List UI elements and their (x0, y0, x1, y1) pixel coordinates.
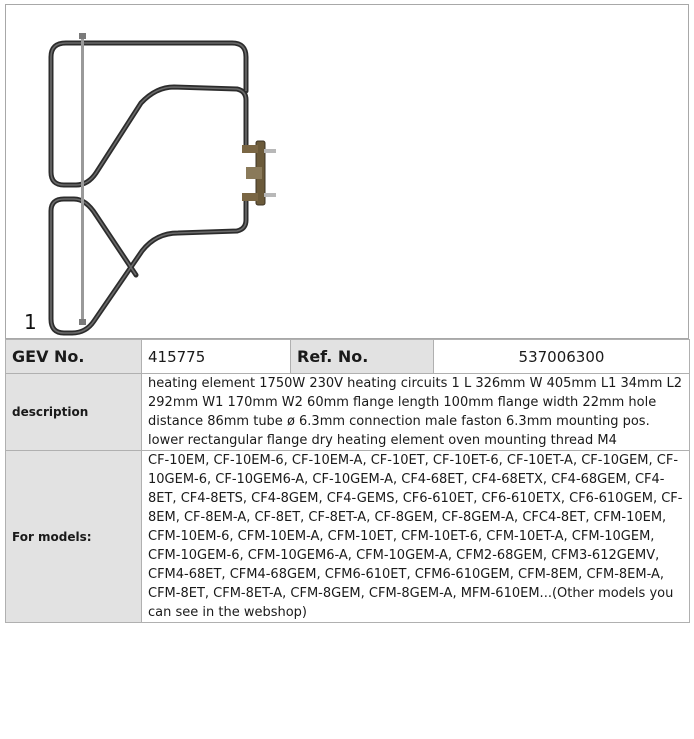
product-image-box: 1 (5, 4, 689, 339)
gev-value: 415775 (141, 339, 291, 374)
description-row: description heating element 1750W 230V h… (5, 373, 690, 451)
id-row: GEV No. 415775 Ref. No. 537006300 (5, 339, 690, 374)
ref-value: 537006300 (433, 339, 690, 374)
ref-label: Ref. No. (290, 339, 434, 374)
heating-element-photo (48, 33, 276, 336)
models-label: For models: (5, 450, 142, 623)
description-text: heating element 1750W 230V heating circu… (141, 373, 690, 451)
gev-label: GEV No. (5, 339, 142, 374)
product-sheet: 1 GEV No. 415775 Ref. No. 537006300 desc… (5, 4, 690, 730)
image-index-label: 1 (24, 310, 37, 334)
models-row: For models: CF-10EM, CF-10EM-6, CF-10EM-… (5, 450, 690, 623)
description-label: description (5, 373, 142, 451)
models-text: CF-10EM, CF-10EM-6, CF-10EM-A, CF-10ET, … (141, 450, 690, 623)
spec-table: GEV No. 415775 Ref. No. 537006300 descri… (5, 339, 690, 623)
